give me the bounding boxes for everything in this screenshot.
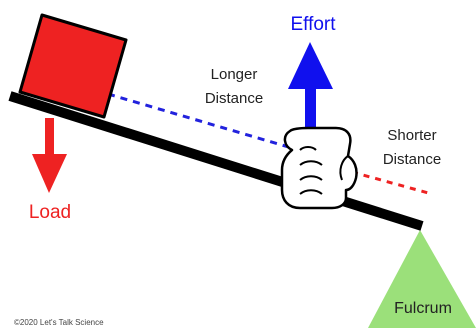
- fulcrum-label: Fulcrum: [394, 300, 452, 317]
- copyright-text: ©2020 Let's Talk Science: [14, 318, 104, 327]
- load-arrow: [32, 118, 67, 193]
- hand-fist-icon: [280, 126, 358, 210]
- effort-label: Effort: [290, 14, 336, 35]
- longer-distance-line: [107, 92, 293, 150]
- longer-distance-label-line2: Distance: [205, 90, 263, 107]
- lever-bar: [8, 91, 424, 231]
- effort-arrow: [288, 42, 333, 128]
- shorter-distance-label-line2: Distance: [383, 151, 441, 168]
- longer-distance-label-line1: Longer: [211, 66, 258, 83]
- shorter-distance-label-line1: Shorter: [387, 127, 436, 144]
- fulcrum-triangle: [368, 230, 476, 328]
- red-box-icon: [18, 13, 128, 119]
- load-label: Load: [29, 202, 71, 223]
- shorter-distance-line: [351, 170, 433, 196]
